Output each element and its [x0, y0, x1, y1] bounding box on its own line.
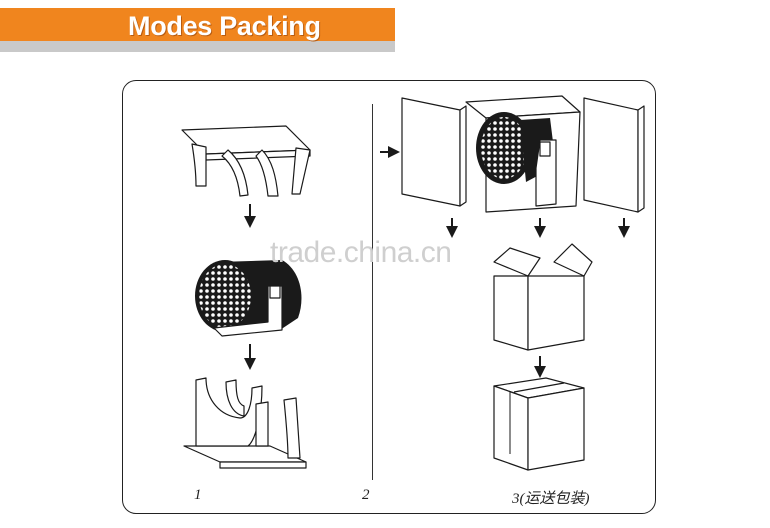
- par-light-fixture: [195, 260, 302, 337]
- left-foam-board: [401, 97, 467, 207]
- page-title: Modes Packing: [128, 11, 321, 41]
- fixture-in-foam: [465, 95, 581, 213]
- top-foam-cap: [181, 125, 311, 197]
- step-2-label: 2: [362, 487, 370, 503]
- diagram-frame: [122, 80, 656, 514]
- header-band: [0, 8, 395, 45]
- open-carton-box: [493, 243, 593, 351]
- header-banner: Modes Packing: [0, 0, 395, 52]
- header-strip: [0, 41, 395, 52]
- step-3-label: 3(运送包装): [512, 491, 590, 507]
- section-divider: [372, 104, 373, 480]
- sealed-carton-box: [493, 377, 585, 471]
- watermark-text: trade.china.cn: [270, 236, 452, 269]
- bottom-foam-base: [183, 377, 307, 469]
- step-1-label: 1: [194, 487, 202, 503]
- right-foam-board: [583, 97, 645, 213]
